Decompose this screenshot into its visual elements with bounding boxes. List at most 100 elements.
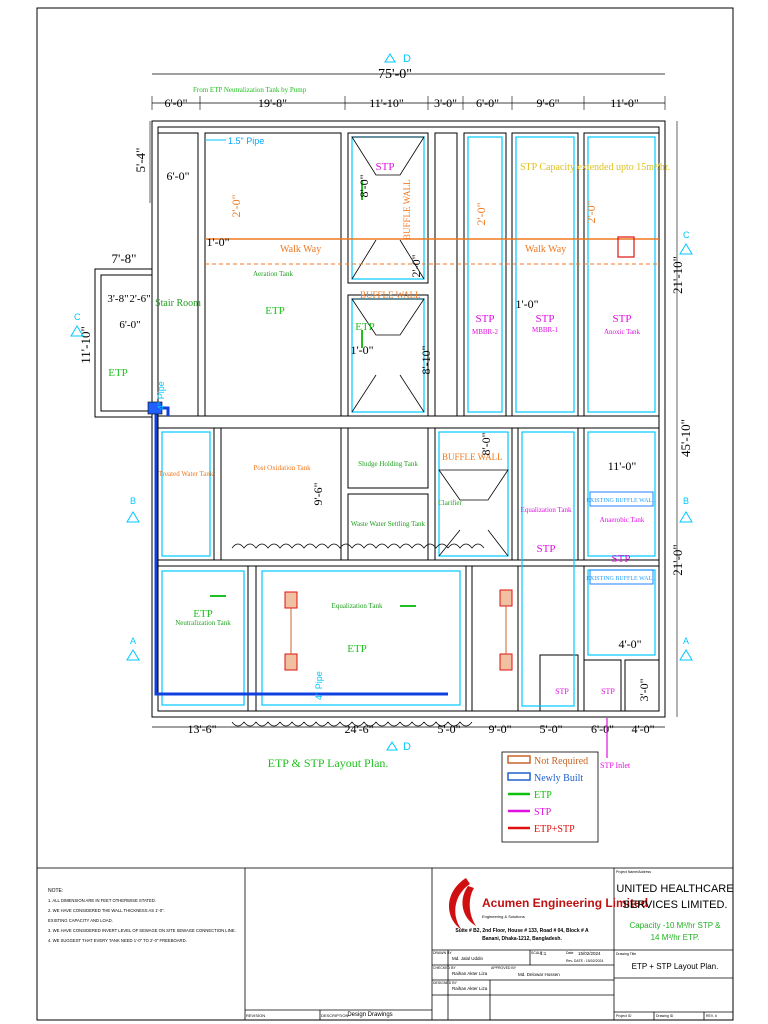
- existing-buffle-1: EXISTING BUFFLE WALL: [586, 498, 656, 504]
- mbbr-2: [463, 132, 507, 417]
- capacity-line-2: 14 M³/hr ETP.: [651, 933, 700, 942]
- note-2: EXISTING CAPACITY AND LOAD.: [48, 918, 113, 923]
- drawn-by: Md. Jalal Uddin: [452, 956, 484, 961]
- dim-misc-7: 9'-6": [311, 482, 325, 505]
- lower-rooms: [157, 565, 660, 712]
- checked-by: Raihan Akter Liza: [452, 971, 488, 976]
- zone-etp-aeration: ETP: [265, 305, 285, 317]
- pipe-top-label: 1.5" Pipe: [228, 136, 264, 146]
- dim-top-3: 3'-0": [434, 96, 457, 110]
- section-a-left: A: [130, 636, 136, 646]
- treated-water-label: Treated Water Tank: [159, 470, 214, 478]
- sludge-holding-label: Sludge Holding Tank: [358, 460, 418, 468]
- walkway-hatch: [617, 236, 635, 258]
- drawing-no-label: Drawing ID: [656, 1014, 674, 1018]
- middle-rooms: [157, 427, 660, 561]
- client-line-2: SERVICES LIMITED.: [623, 899, 728, 911]
- legend-label-1: Newly Built: [534, 773, 583, 784]
- aeration-tank: [204, 132, 342, 417]
- date-value: 15/02/2024: [578, 951, 601, 956]
- note-3: 3. WE HAVE CONSIDERED INVERT LEVEL OF SE…: [48, 928, 236, 933]
- company-name: Acumen Engineering Limited: [482, 896, 648, 910]
- checked-label: CHECKED BY: [433, 966, 456, 970]
- legend-label-2: ETP: [534, 790, 552, 801]
- dim-misc-12: 2'-0": [584, 200, 598, 223]
- dim-overall-width: 75'-0": [378, 67, 412, 82]
- neutralization-label: Neutralization Tank: [175, 619, 231, 627]
- zone-etp-neutralization: ETP: [193, 608, 213, 620]
- dim-top-5: 9'-6": [536, 96, 559, 110]
- section-mark-d-top: D: [384, 53, 411, 65]
- building-outline: [94, 120, 666, 718]
- settling-tank: [347, 493, 429, 561]
- dim-top-1: 19'-8": [258, 96, 287, 110]
- stp-anoxic: [583, 132, 660, 417]
- dim-misc-8: 8'-0": [479, 432, 493, 455]
- designed-label: DESIGNED BY: [433, 981, 458, 985]
- approved-label: APPROVED BY: [491, 966, 517, 970]
- legend-swatch-1: [507, 772, 531, 781]
- scale-label: SCALE: [531, 951, 543, 955]
- rev-date: Rev. DATE : 15/02/2024: [566, 959, 603, 963]
- section-c-left: C: [74, 312, 81, 322]
- zone-etp-annex: ETP: [108, 367, 128, 379]
- section-mark-d-bottom: D: [386, 741, 411, 753]
- dim-misc-6: 8'-10": [419, 345, 433, 374]
- address-2: Banani, Dhaka-1212, Bangladesh.: [482, 936, 562, 942]
- neutralization-tank: [157, 565, 249, 712]
- etp-clarifier-upper: [347, 294, 429, 417]
- dim-misc-2: 1'-0": [206, 235, 229, 249]
- dim-bottom-4: 5'-0": [539, 722, 562, 736]
- capacity-line-1: Capacity -10 M³/hr STP &: [630, 921, 722, 930]
- dim-left-5: 6'-0": [119, 319, 140, 331]
- stair-room-label: Stair Room: [155, 298, 201, 309]
- pipe-network: [154, 406, 448, 696]
- plan-title: ETP & STP Layout Plan.: [268, 756, 389, 770]
- dim-misc-4: 2'-0": [409, 254, 423, 277]
- pump-note: From ETP Neutralization Tank by Pump: [193, 86, 307, 94]
- pumps-not-required: [284, 589, 513, 671]
- drawing-title-label: Drawing Title: [616, 952, 636, 956]
- mbbr-2-label: MBBR-2: [472, 328, 499, 336]
- pipe-left-label: 4" Pipe: [156, 381, 166, 410]
- zone-etp-clarifier: ETP: [355, 321, 375, 333]
- legend-label-4: ETP+STP: [534, 824, 575, 835]
- designed-by: Raihan Akter Liza: [452, 986, 488, 991]
- etp-flow-arrows: [210, 180, 416, 607]
- dim-left-4: 2'-6": [129, 293, 150, 305]
- revision-clouds: [231, 543, 485, 727]
- walkway-label-2: Walk Way: [525, 244, 566, 255]
- dim-right-4: 3'-0": [637, 678, 651, 701]
- drawn-by-label: DRAWN BY: [433, 951, 452, 955]
- company-sub: Engineering & Solutions: [482, 914, 525, 919]
- sludge-holding-tank: [347, 427, 429, 489]
- anoxic-tank-label: Anoxic Tank: [604, 328, 641, 336]
- mbbr-1: [511, 132, 579, 417]
- stp-capacity-note: STP Capacity extended upto 15m³/hr.: [520, 162, 670, 173]
- rev-no-label: REV. #: [706, 1014, 717, 1018]
- note-4: 4. WE SUGGEST THAT EVERY TANK NEED 1'-0"…: [48, 938, 187, 943]
- clarifier: [434, 427, 513, 561]
- dim-bottom-5: 6'-0": [591, 722, 614, 736]
- section-a-right: A: [683, 636, 689, 646]
- buffle-wall-1: BUFFLE WALL: [360, 290, 421, 300]
- dim-left-3: 3'-8": [107, 293, 128, 305]
- settling-tank-label: Waste Water Settling Tank: [351, 520, 426, 528]
- walkway-label-1: Walk Way: [280, 244, 321, 255]
- dim-right-3: 4'-0": [618, 637, 641, 651]
- dim-misc-5: 1'-0": [350, 343, 373, 357]
- dim-left-0: 5'-4": [133, 148, 148, 173]
- pipe-bend: [147, 401, 163, 415]
- scale-value: 1:1: [540, 951, 547, 956]
- stp-equalization-label: Equalization Tank: [521, 506, 572, 514]
- treated-water-tank: [157, 427, 215, 561]
- tank-walls-cyan: [161, 136, 656, 707]
- post-oxidation-tank: [220, 427, 342, 561]
- zone-stp-small-2: STP: [601, 687, 615, 696]
- title-block: [36, 867, 734, 1021]
- description-label: DESCRIPTION: [321, 1013, 348, 1018]
- dim-misc-10: 2'-0": [474, 202, 488, 225]
- legend-label-0: Not Required: [534, 756, 588, 767]
- post-oxidation-label: Post Oxidation Tank: [253, 464, 311, 472]
